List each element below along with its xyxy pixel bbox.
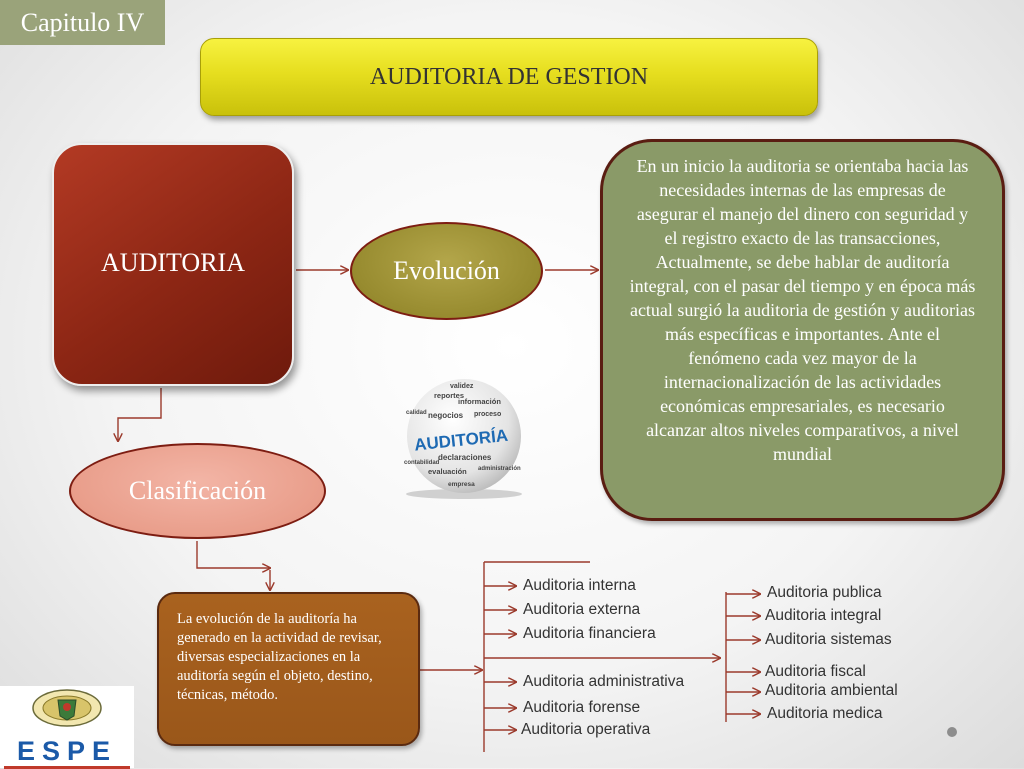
globe-word: contabilidad: [404, 460, 440, 466]
slide-title: AUDITORIA DE GESTION: [200, 38, 818, 116]
type-item-right: Auditoria fiscal: [765, 663, 866, 680]
globe-word: validez: [450, 383, 474, 390]
globe-word: evaluación: [428, 467, 467, 476]
globe-word: administración: [478, 466, 521, 472]
type-item-right: Auditoria ambiental: [765, 682, 898, 699]
type-item-left: Auditoria externa: [523, 601, 641, 618]
espe-logo: ESPE: [0, 686, 134, 769]
espe-shield-icon: [32, 689, 102, 727]
globe-word: reportes: [434, 391, 464, 400]
type-item-right: Auditoria integral: [765, 607, 882, 624]
globe-word: declaraciones: [438, 453, 492, 462]
evolution-note: La evolución de la auditoría ha generado…: [157, 592, 420, 746]
type-item-right: Auditoria sistemas: [765, 631, 892, 648]
espe-logo-text: ESPE: [16, 736, 118, 766]
type-item-left: Auditoria forense: [523, 699, 641, 716]
chapter-label: Capitulo IV: [0, 0, 165, 45]
globe-word: información: [458, 397, 501, 406]
globe-word: calidad: [406, 410, 427, 416]
slide-indicator-dot: [947, 727, 957, 737]
globe-word: proceso: [474, 411, 501, 418]
type-item-left: Auditoria administrativa: [523, 673, 685, 690]
clasificacion-node: Clasificación: [69, 443, 326, 539]
arrow-clasificacion-note: [196, 541, 270, 568]
type-item-left: Auditoria operativa: [521, 721, 651, 738]
globe-word: empresa: [448, 481, 475, 488]
arrow-auditoria-clasificacion: [118, 388, 162, 441]
globe-word: negocios: [428, 411, 464, 420]
evolucion-node: Evolución: [350, 222, 543, 320]
type-item-right: Auditoria medica: [767, 705, 883, 722]
type-item-right: Auditoria publica: [767, 584, 882, 601]
auditoria-box: AUDITORIA: [52, 143, 294, 386]
auditoria-globe-image: validez reportes información negocios pr…: [404, 379, 522, 499]
type-item-left: Auditoria financiera: [523, 625, 656, 642]
evolution-description: En un inicio la auditoria se orientaba h…: [600, 139, 1005, 521]
type-item-left: Auditoria interna: [523, 577, 636, 594]
